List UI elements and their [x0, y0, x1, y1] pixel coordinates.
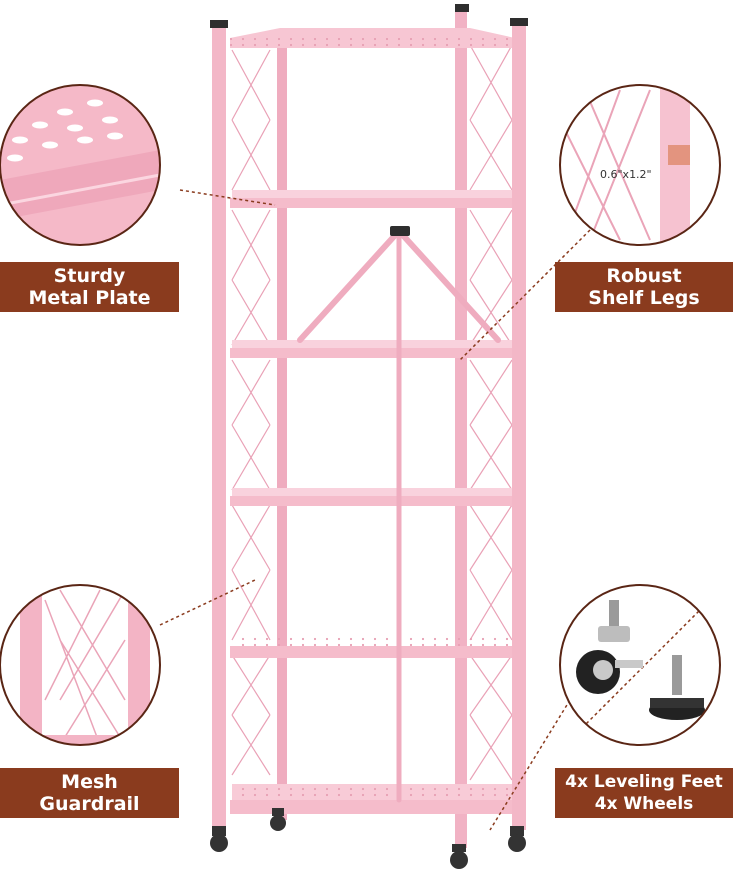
feature-label-line2: Guardrail — [39, 793, 140, 815]
leveling-foot-icon — [649, 655, 705, 720]
feature-label-line1: 4x Leveling Feet — [565, 772, 723, 792]
wheel-caster-icon — [576, 600, 643, 694]
leader-lines — [159, 189, 591, 831]
rack-wheels — [210, 808, 526, 869]
detail-circle-wheels-feet — [560, 585, 720, 745]
shelf-rack — [210, 4, 528, 869]
side-mesh-right — [469, 44, 513, 781]
side-mesh-left — [231, 49, 271, 776]
detail-circle-metal-plate — [0, 85, 160, 245]
feature-label-line2: 4x Wheels — [594, 794, 694, 814]
feature-label-metal-plate: Sturdy Metal Plate — [0, 262, 179, 312]
leg-dimension-text: 0.6"x1.2" — [600, 168, 652, 181]
feature-label-line2: Shelf Legs — [588, 287, 700, 309]
feature-label-line2: Metal Plate — [28, 287, 151, 309]
detail-circle-shelf-legs — [560, 85, 720, 245]
feature-label-line1: Mesh — [61, 771, 118, 793]
feature-label-shelf-legs: Robust Shelf Legs — [555, 262, 733, 312]
shelves — [230, 28, 520, 814]
detail-circle-mesh-guardrail — [0, 585, 160, 745]
feature-label-mesh-guardrail: Mesh Guardrail — [0, 768, 179, 818]
folding-brace — [297, 229, 501, 803]
feature-label-line1: Robust — [606, 265, 682, 287]
feature-label-wheels-feet: 4x Leveling Feet 4x Wheels — [555, 768, 733, 818]
feature-label-line1: Sturdy — [53, 265, 126, 287]
